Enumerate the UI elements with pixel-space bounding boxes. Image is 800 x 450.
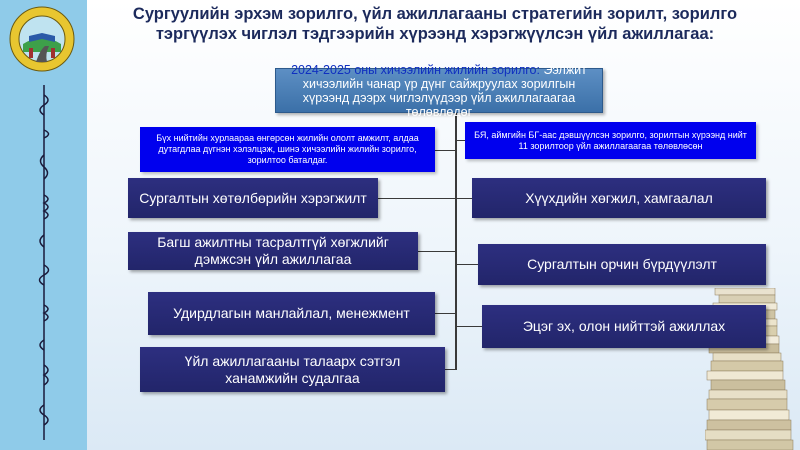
connector [455,326,482,327]
left-item-curriculum: Сургалтын хөтөлбөрийн хэрэгжилт [128,178,378,218]
sidebar-strip [0,0,87,450]
right-item-child-development: Хүүхдийн хөгжил, хамгаалал [472,178,766,218]
info-box-right: БЯ, аймгийн БГ-аас дэвшүүлсэн зорилго, з… [465,122,756,159]
connector [378,198,455,199]
right-item-environment: Сургалтын орчин бүрдүүлэлт [478,244,766,285]
connector-trunk [455,112,457,370]
connector [455,264,478,265]
connector [445,369,456,370]
goal-box: 2024-2025 оны хичээлийн жилийн зорилго: … [275,63,603,119]
connector [435,313,455,314]
goal-text: Ээлжит хичээлийн чанар үр дүнг сайжруула… [302,62,587,119]
connector [418,251,455,252]
connector [435,150,455,151]
connector [455,198,472,199]
left-item-teacher-development: Багш ажилтны тасралтгүй хөгжлийг дэмжсэн… [128,232,418,270]
right-item-parents-community: Эцэг эх, олон нийттэй ажиллах [482,305,766,348]
goal-heading: 2024-2025 оны хичээлийн жилийн зорилго: [291,62,540,77]
mongolian-script-motto [38,85,50,440]
connector [455,140,465,141]
info-box-left: Бүх нийтийн хурлаараа өнгөрсөн жилийн ол… [140,127,435,172]
slide-title: Сургуулийн эрхэм зорилго, үйл ажиллагаан… [132,5,738,43]
left-item-leadership: Удирдлагын манлайлал, менежмент [148,292,435,335]
left-item-satisfaction-survey: Үйл ажиллагааны талаарх сэтгэл ханамжийн… [140,347,445,392]
school-logo [9,6,75,72]
